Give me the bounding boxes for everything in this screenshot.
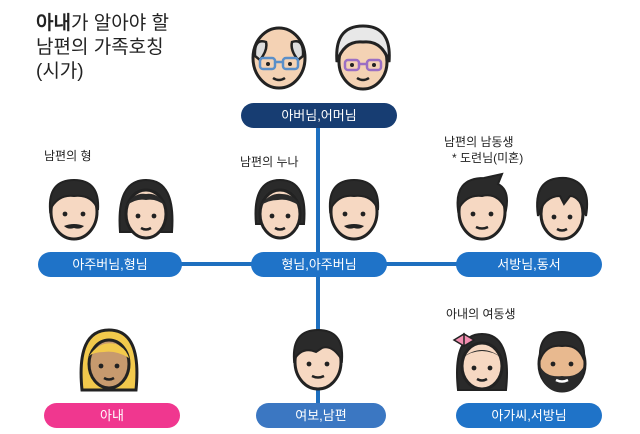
title-line3: (시가) xyxy=(36,61,84,82)
husband-node: 여보,남편 xyxy=(256,403,386,428)
younger-sister-caption: 아내의 여동생 xyxy=(446,307,516,321)
elder-sister-node: 형님,아주버님 xyxy=(251,252,387,277)
elder-brother-caption: 남편의 형 xyxy=(44,149,92,163)
woman-face-icon xyxy=(452,332,508,391)
parents-node: 아버님,어머님 xyxy=(241,103,397,128)
elder-sister-caption: 남편의 누나 xyxy=(240,155,299,169)
title-emphasis: 아내 xyxy=(36,13,71,34)
elder-brother-node: 아주버님,형님 xyxy=(38,252,182,277)
man-face-icon xyxy=(328,178,380,241)
younger-brother-caption: 남편의 남동생 xyxy=(444,135,514,149)
title-line1: 가 알아야 할 xyxy=(70,13,169,34)
man-face-icon xyxy=(292,328,344,391)
grandmother-face-icon xyxy=(335,24,391,91)
younger-sister-node: 아가씨,서방님 xyxy=(456,403,602,428)
man-face-icon xyxy=(456,172,508,241)
woman-face-icon xyxy=(254,178,306,240)
grandfather-face-icon xyxy=(251,26,307,90)
younger-brother-note: * 도련님(미혼) xyxy=(452,151,524,165)
blonde-woman-face-icon xyxy=(79,328,139,392)
younger-brother-node: 서방님,동서 xyxy=(456,252,602,277)
bearded-man-face-icon xyxy=(537,330,587,393)
title-line2: 남편의 가족호칭 xyxy=(36,37,164,58)
woman-face-icon xyxy=(536,176,588,241)
diagram-title: 아내가 알아야 할 남편의 가족호칭 (시가) xyxy=(36,12,256,84)
woman-face-icon xyxy=(118,178,174,240)
wife-node: 아내 xyxy=(44,403,180,428)
man-face-icon xyxy=(48,178,100,241)
